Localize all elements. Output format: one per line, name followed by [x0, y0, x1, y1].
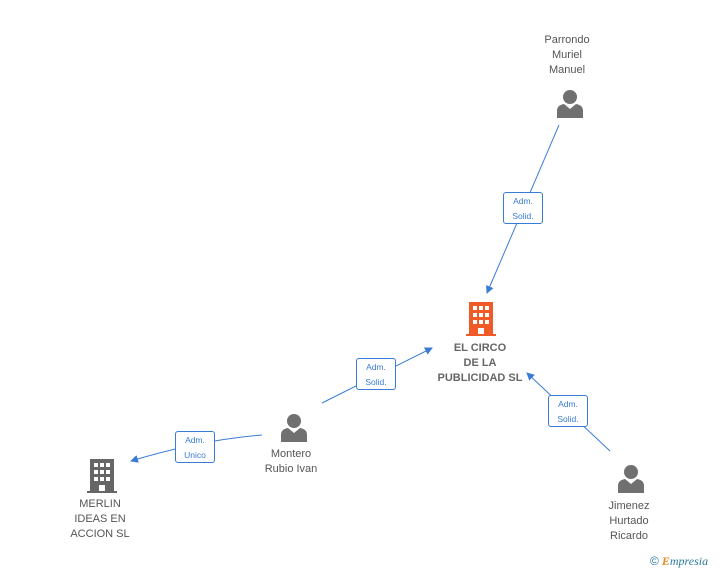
- empresia-logo: © Empresia: [650, 554, 708, 569]
- node-jimenez-line-1: Jimenez: [608, 500, 650, 512]
- node-main-line-3: PUBLICIDAD SL: [437, 372, 523, 384]
- node-label-merlin: MERLIN IDEAS EN ACCION SL: [55, 497, 145, 542]
- node-montero-line-1: Montero: [270, 448, 312, 460]
- edge-label-montero-merlin[interactable]: Adm. Unico: [175, 431, 215, 463]
- node-jimenez-line-2: Hurtado: [609, 515, 649, 527]
- brand-name: mpresia: [669, 554, 709, 568]
- edge-label-line-1: Adm.: [558, 399, 578, 409]
- node-merlin-line-3: ACCION SL: [70, 528, 130, 540]
- edge-label-line-2: Solid.: [557, 414, 579, 424]
- node-jimenez-line-3: Ricardo: [610, 530, 648, 542]
- edge-label-line-2: Unico: [184, 450, 206, 460]
- edge-label-line-2: Solid.: [365, 377, 387, 387]
- edge-label-jimenez-main[interactable]: Adm. Solid.: [548, 395, 588, 427]
- person-icon[interactable]: [617, 464, 645, 493]
- node-label-jimenez: Jimenez Hurtado Ricardo: [589, 499, 669, 544]
- brand-initial: E: [661, 554, 670, 568]
- edge-label-line-1: Adm.: [513, 196, 533, 206]
- node-parrondo-line-1: Parrondo: [544, 34, 590, 46]
- node-parrondo-line-3: Manuel: [548, 64, 586, 76]
- node-main-line-1: EL CIRCO: [453, 342, 507, 354]
- edge-label-line-1: Adm.: [185, 435, 205, 445]
- node-label-parrondo: Parrondo Muriel Manuel: [527, 33, 607, 78]
- node-label-main: EL CIRCO DE LA PUBLICIDAD SL: [421, 341, 539, 386]
- node-merlin-line-1: MERLIN: [79, 498, 121, 510]
- edge-label-line-1: Adm.: [366, 362, 386, 372]
- node-parrondo-line-2: Muriel: [552, 49, 582, 61]
- copyright-symbol: ©: [650, 554, 659, 568]
- node-merlin-line-2: IDEAS EN: [74, 513, 126, 525]
- edge-label-parrondo-main[interactable]: Adm. Solid.: [503, 192, 543, 224]
- person-icon[interactable]: [280, 413, 308, 442]
- building-icon[interactable]: [466, 302, 496, 336]
- building-icon[interactable]: [87, 459, 117, 493]
- person-icon[interactable]: [556, 89, 584, 118]
- node-main-line-2: DE LA: [463, 357, 497, 369]
- edge-label-montero-main[interactable]: Adm. Solid.: [356, 358, 396, 390]
- edge-label-line-2: Solid.: [512, 211, 534, 221]
- node-montero-line-2: Rubio Ivan: [264, 463, 318, 475]
- node-label-montero: Montero Rubio Ivan: [246, 447, 336, 477]
